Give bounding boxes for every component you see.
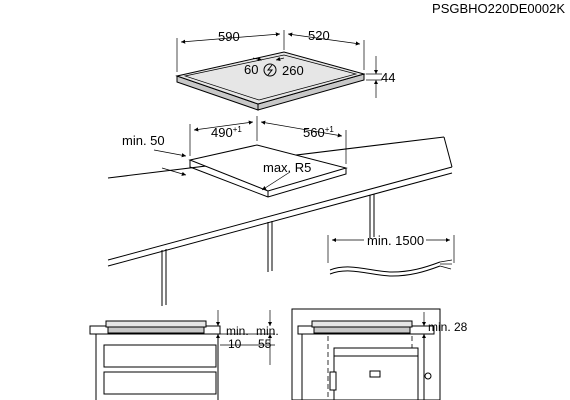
section-right-label: min. 28	[428, 320, 468, 334]
hob-drawing	[175, 51, 366, 111]
wall-clearance-label: min. 50	[122, 133, 165, 148]
section-left-b-bottom: 55	[258, 337, 272, 351]
section-left-a-top: min.	[226, 324, 249, 338]
hob-dim-a-label: 60	[244, 62, 258, 77]
section-left-a-bottom: 10	[228, 337, 242, 351]
cutout-depth-label: 560+1	[303, 125, 334, 140]
hob-dim-b-label: 260	[282, 63, 304, 78]
hob-width-label: 590	[218, 29, 240, 44]
section-left	[89, 310, 275, 400]
section-right	[291, 308, 441, 400]
hob-dimensions	[176, 30, 382, 98]
cutout-radius-label: max. R5	[263, 160, 311, 175]
worktop-drawing	[107, 136, 453, 306]
cable-length-label: min. 1500	[367, 233, 424, 248]
diagram-code: PSGBHO220DE0002K	[432, 1, 565, 16]
cable-drawing	[327, 235, 455, 277]
power-indicator-icon	[263, 63, 277, 77]
cutout-width-label: 490+1	[211, 125, 242, 140]
hob-height-label: 44	[381, 70, 395, 85]
cutout-dimensions	[153, 116, 347, 191]
hob-depth-label: 520	[308, 28, 330, 43]
section-left-b-top: min.	[256, 324, 279, 338]
